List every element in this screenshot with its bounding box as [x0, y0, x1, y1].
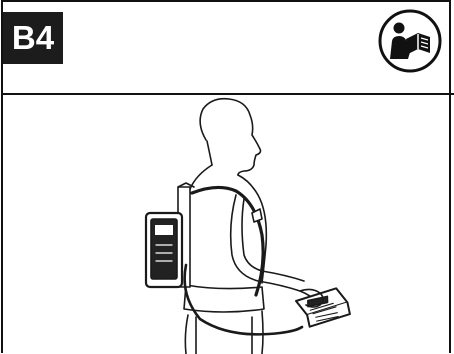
backpack-battery-illustration	[0, 95, 454, 354]
step-badge: B4	[3, 12, 63, 64]
hip-belt	[184, 285, 264, 312]
person-back	[187, 165, 212, 280]
read-manual-icon	[378, 9, 442, 73]
person-head	[200, 99, 260, 175]
